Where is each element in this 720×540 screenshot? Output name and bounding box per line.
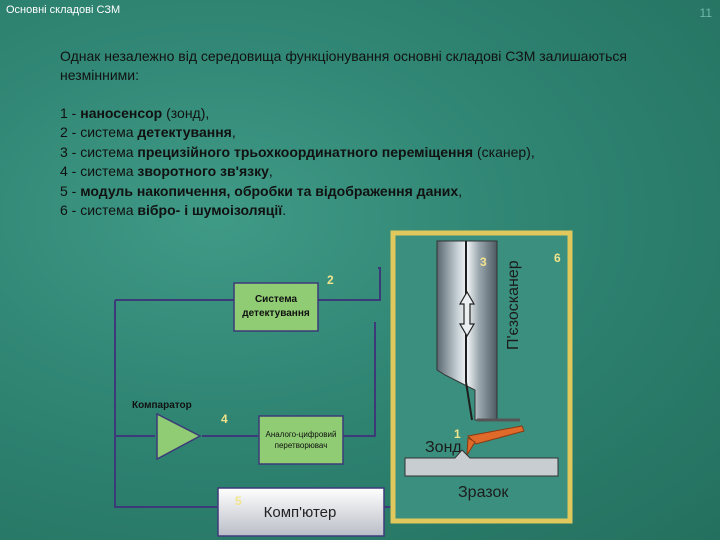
page-number: 11	[699, 6, 712, 20]
component-text: система	[76, 143, 138, 160]
component-text: ,	[268, 163, 273, 180]
number-4: 4	[221, 412, 228, 426]
component-text: (зонд),	[162, 105, 210, 121]
component-number: 6 -	[60, 202, 77, 219]
bottom-loop-line	[114, 463, 217, 508]
detection-box-label-1: Система	[255, 294, 298, 305]
number-3: 3	[480, 255, 487, 269]
component-number: 3 -	[60, 143, 77, 160]
component-number: 5 -	[60, 182, 77, 199]
probe-label: Зонд	[425, 439, 462, 456]
sample	[404, 449, 559, 477]
probe	[466, 425, 525, 456]
svg-text:Аналого-цифровий: Аналого-цифровий	[266, 430, 337, 439]
component-text: детектування	[137, 124, 232, 141]
component-text: зворотного зв'язку	[137, 163, 269, 180]
sample-label: Зразок	[458, 484, 509, 501]
component-text: наносенсор	[76, 105, 163, 121]
component-text: прецизійного трьохкоординатного переміще…	[137, 143, 474, 160]
svg-text:перетворювач: перетворювач	[275, 441, 328, 450]
intro-text: Однак незалежно від середовища функціону…	[60, 48, 627, 83]
components-list: 1 - наносенсор (зонд),2 - система детект…	[60, 104, 535, 220]
component-item: 2 - система детектування,	[60, 123, 535, 142]
component-text: ,	[458, 182, 463, 199]
comparator-triangle	[156, 412, 202, 461]
number-5: 5	[235, 494, 242, 508]
component-item: 5 - модуль накопичення, обробки та відоб…	[60, 182, 535, 201]
component-number: 4 -	[60, 163, 77, 180]
component-text: .	[282, 202, 287, 219]
component-item: 6 - система вібро- і шумоізоляції.	[60, 201, 535, 220]
component-text: модуль накопичення, обробки та відображе…	[76, 182, 459, 199]
piezoscanner-label: П'єзосканер	[505, 260, 522, 350]
component-number: 2 -	[60, 124, 77, 141]
adc-line	[343, 322, 376, 437]
adc-box: Аналого-цифровий перетворювач	[258, 415, 344, 465]
number-2: 2	[327, 273, 334, 287]
left-loop-line	[114, 300, 155, 437]
component-text: система	[76, 163, 138, 180]
computer-box: Комп'ютер	[217, 487, 385, 537]
component-item: 4 - система зворотного зв'язку,	[60, 162, 535, 181]
detection-box-label-2: детектування	[242, 308, 310, 319]
computer-label: Комп'ютер	[264, 504, 337, 521]
component-text: система	[76, 124, 138, 141]
component-item: 1 - наносенсор (зонд),	[60, 104, 535, 123]
double-arrow-icon	[458, 290, 476, 338]
component-text: система	[76, 202, 138, 219]
component-number: 1 -	[60, 105, 77, 121]
component-text: ,	[231, 124, 236, 141]
detection-box: Система детектування	[233, 282, 319, 332]
piezoscanner-tube	[436, 240, 520, 422]
number-6: 6	[554, 251, 561, 265]
component-text: вібро- і шумоізоляції	[137, 202, 283, 219]
component-text: (сканер),	[473, 143, 535, 160]
comparator-label: Компаратор	[132, 400, 192, 411]
number-1: 1	[454, 427, 461, 441]
component-item: 3 - система прецизійного трьохкоординатн…	[60, 143, 535, 162]
slide-title: Основні складові СЗМ	[6, 4, 121, 16]
